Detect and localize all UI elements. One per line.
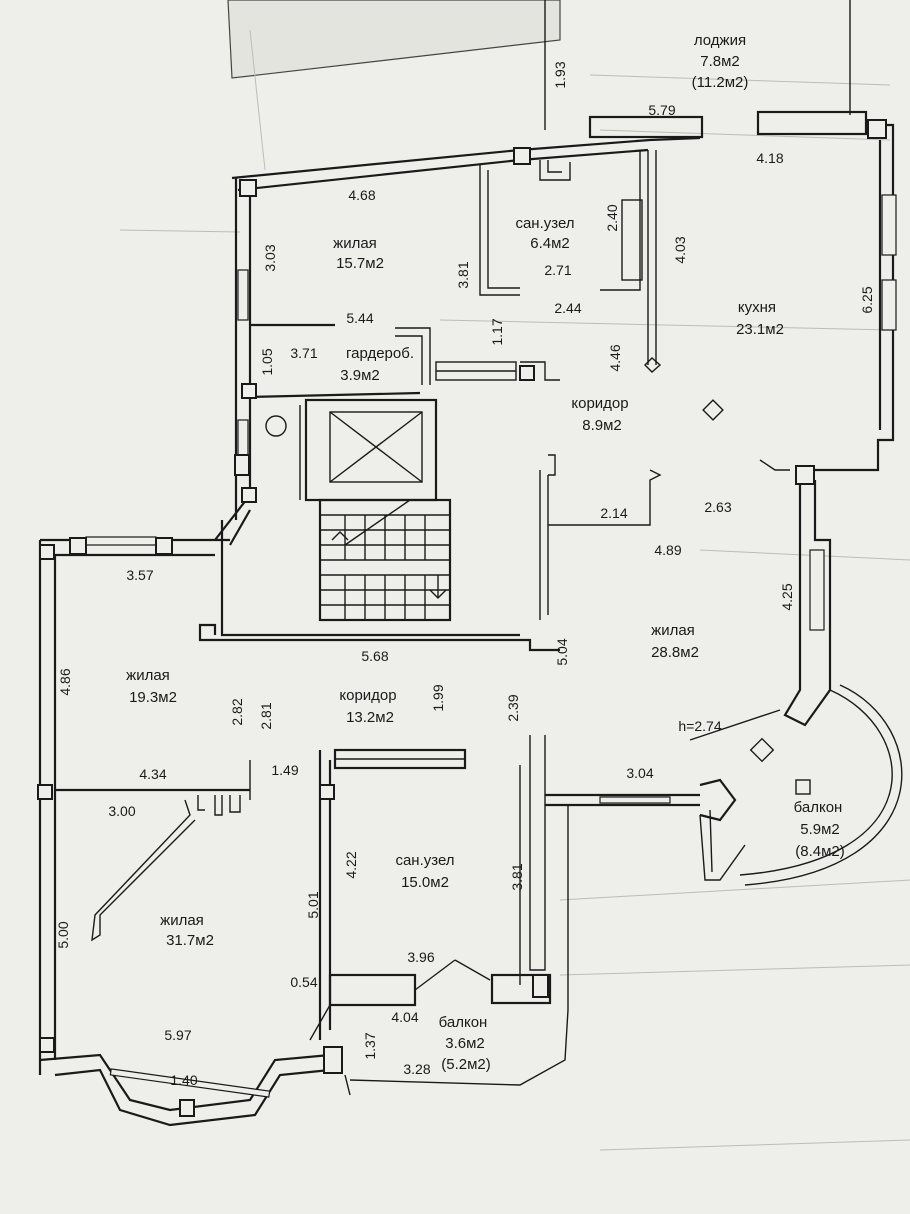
walls: [38, 0, 903, 1127]
dim-1-93: 1.93: [552, 61, 568, 88]
dim-4-86: 4.86: [57, 668, 73, 695]
room-area-total-loggia: (11.2м2): [692, 74, 749, 91]
dim-2-63: 2.63: [704, 499, 731, 515]
dim-3-81-top: 3.81: [455, 261, 471, 288]
room-name-corridor-mid: коридор: [339, 687, 396, 704]
room-area-total-balcony-bottom: (5.2м2): [441, 1056, 491, 1073]
dim-1-99: 1.99: [430, 684, 446, 711]
room-area-bath-top: 6.4м2: [530, 235, 570, 252]
dim-5-00: 5.00: [55, 921, 71, 948]
dim-3-28: 3.28: [403, 1061, 430, 1077]
room-labels: лоджия 7.8м2 (11.2м2) жилая 15.7м2 сан.у…: [126, 32, 845, 1073]
dim-3-00: 3.00: [108, 803, 135, 819]
dim-4-18: 4.18: [756, 150, 783, 166]
dim-2-82: 2.82: [229, 698, 245, 725]
dim-4-25: 4.25: [779, 583, 795, 610]
dim-3-57: 3.57: [126, 567, 153, 583]
dim-3-96: 3.96: [407, 949, 434, 965]
dim-2-81: 2.81: [258, 702, 274, 729]
room-area-living-top: 15.7м2: [336, 255, 384, 272]
dim-3-04: 3.04: [626, 765, 653, 781]
columns: [37, 119, 887, 1117]
paper-background: [119, 0, 910, 1151]
room-area-living-bottom: 31.7м2: [166, 932, 214, 949]
dim-4-46: 4.46: [607, 344, 623, 371]
room-area-living-left: 19.3м2: [129, 689, 177, 706]
dim-5-01: 5.01: [305, 891, 321, 918]
room-name-balcony-bottom: балкон: [439, 1014, 488, 1031]
dim-1-05: 1.05: [259, 348, 275, 375]
dim-5-79: 5.79: [648, 102, 675, 118]
dim-5-97: 5.97: [164, 1027, 191, 1043]
dim-1-40: 1.40: [170, 1072, 197, 1088]
dim-4-68: 4.68: [348, 187, 375, 203]
room-name-living-left: жилая: [126, 667, 170, 684]
stair-steps: [320, 499, 450, 620]
room-area-total-balcony-right: (8.4м2): [795, 843, 845, 860]
dim-2-44: 2.44: [554, 300, 581, 316]
room-area-balcony-right: 5.9м2: [800, 821, 840, 838]
room-name-living-top: жилая: [333, 235, 377, 252]
room-name-bath-mid: сан.узел: [395, 852, 454, 869]
dim-2-40: 2.40: [604, 204, 620, 231]
room-area-living-right: 28.8м2: [651, 644, 699, 661]
dim-6-25: 6.25: [859, 286, 875, 313]
dim-h-2-74: h=2.74: [678, 718, 721, 734]
dim-2-14: 2.14: [600, 505, 627, 521]
room-name-living-right: жилая: [651, 622, 695, 639]
room-area-kitchen: 23.1м2: [736, 321, 784, 338]
room-name-corridor-top: коридор: [571, 395, 628, 412]
dim-0-54: 0.54: [290, 974, 317, 990]
dim-5-68: 5.68: [361, 648, 388, 664]
dim-4-89: 4.89: [654, 542, 681, 558]
dim-2-39: 2.39: [505, 694, 521, 721]
room-name-kitchen: кухня: [738, 299, 776, 316]
room-name-loggia: лоджия: [694, 32, 746, 49]
dim-4-22: 4.22: [343, 851, 359, 878]
dim-1-17: 1.17: [489, 318, 505, 345]
room-area-loggia: 7.8м2: [700, 53, 740, 70]
room-area-corridor-mid: 13.2м2: [346, 709, 394, 726]
room-name-wardrobe: гардероб.: [346, 345, 414, 362]
dim-5-04: 5.04: [554, 638, 570, 665]
dim-4-03: 4.03: [672, 236, 688, 263]
dim-3-03: 3.03: [262, 244, 278, 271]
dim-3-81-mid: 3.81: [509, 863, 525, 890]
dim-5-44: 5.44: [346, 310, 373, 326]
room-area-bath-mid: 15.0м2: [401, 874, 449, 891]
room-area-wardrobe: 3.9м2: [340, 367, 380, 384]
dim-2-71: 2.71: [544, 262, 571, 278]
room-name-living-bottom: жилая: [160, 912, 204, 929]
room-area-corridor-top: 8.9м2: [582, 417, 622, 434]
dim-4-04: 4.04: [391, 1009, 418, 1025]
dim-4-34: 4.34: [139, 766, 166, 782]
room-name-balcony-right: балкон: [794, 799, 843, 816]
room-area-balcony-bottom: 3.6м2: [445, 1035, 485, 1052]
dim-3-71: 3.71: [290, 345, 317, 361]
dim-1-49: 1.49: [271, 762, 298, 778]
windows: [85, 194, 897, 1098]
room-name-bath-top: сан.узел: [515, 215, 574, 232]
dim-1-37: 1.37: [362, 1032, 378, 1059]
dimension-labels: 1.93 5.79 4.18 4.68 3.03 2.40 4.03 3.81 …: [55, 61, 875, 1088]
